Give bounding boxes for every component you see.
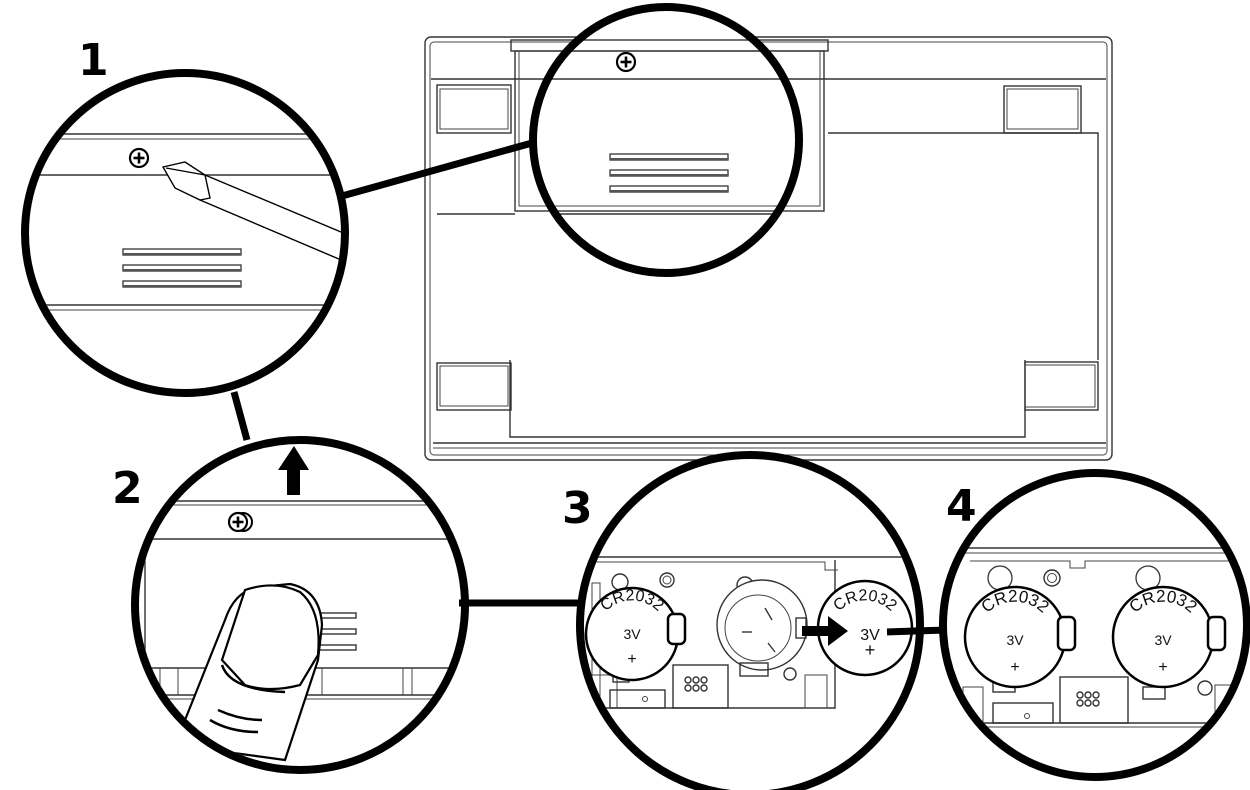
battery-voltage-text: 3V: [1006, 632, 1024, 648]
callout-connector: [230, 391, 251, 441]
step-3-callout: CR2032 3V + CR2032 3V +: [576, 451, 924, 790]
battery-polarity-text: +: [627, 651, 636, 668]
connector-pins: [684, 676, 708, 692]
battery-polarity-text: +: [865, 640, 876, 660]
battery-polarity-text: +: [1010, 659, 1019, 676]
battery-voltage-text: 3V: [1154, 632, 1172, 648]
finger-icon: [173, 582, 324, 762]
phillips-screw-icon: [227, 511, 253, 533]
phillips-screw-icon: [615, 51, 637, 73]
step-1-callout: [21, 69, 349, 397]
coin-battery: CR2032 3V +: [963, 565, 1077, 693]
step-4-callout: CR2032 3V + CR2032 3V +: [939, 469, 1250, 781]
zoom-callout-cover: [529, 3, 803, 277]
rubber-foot: [436, 362, 512, 411]
battery-voltage-text: 3V: [623, 626, 641, 642]
rubber-foot: [436, 84, 512, 134]
step-2-callout: [131, 436, 469, 774]
empty-battery-holder: [716, 576, 808, 681]
coin-battery: CR2032 3V +: [584, 586, 687, 683]
step-1-label: 1: [78, 35, 109, 86]
callout-connector: [886, 626, 947, 636]
coin-battery: CR2032 3V +: [1111, 565, 1227, 700]
rubber-foot: [1003, 85, 1082, 134]
vent-slots: [122, 248, 242, 288]
step-3-label: 3: [562, 483, 593, 534]
screwdriver-icon: [161, 161, 341, 269]
step-4-label: 4: [946, 481, 977, 532]
rubber-foot: [1024, 361, 1099, 411]
connector-pins: [1076, 691, 1100, 707]
battery-polarity-text: +: [1158, 659, 1167, 676]
arrow-right-icon: [802, 616, 848, 646]
arrow-up-icon: [278, 446, 309, 495]
step-2-label: 2: [112, 463, 143, 514]
battery-voltage-text: 3V: [860, 627, 880, 644]
callout-connector: [341, 139, 533, 200]
vent-slots: [609, 153, 729, 193]
phillips-screw-icon: [128, 147, 150, 169]
